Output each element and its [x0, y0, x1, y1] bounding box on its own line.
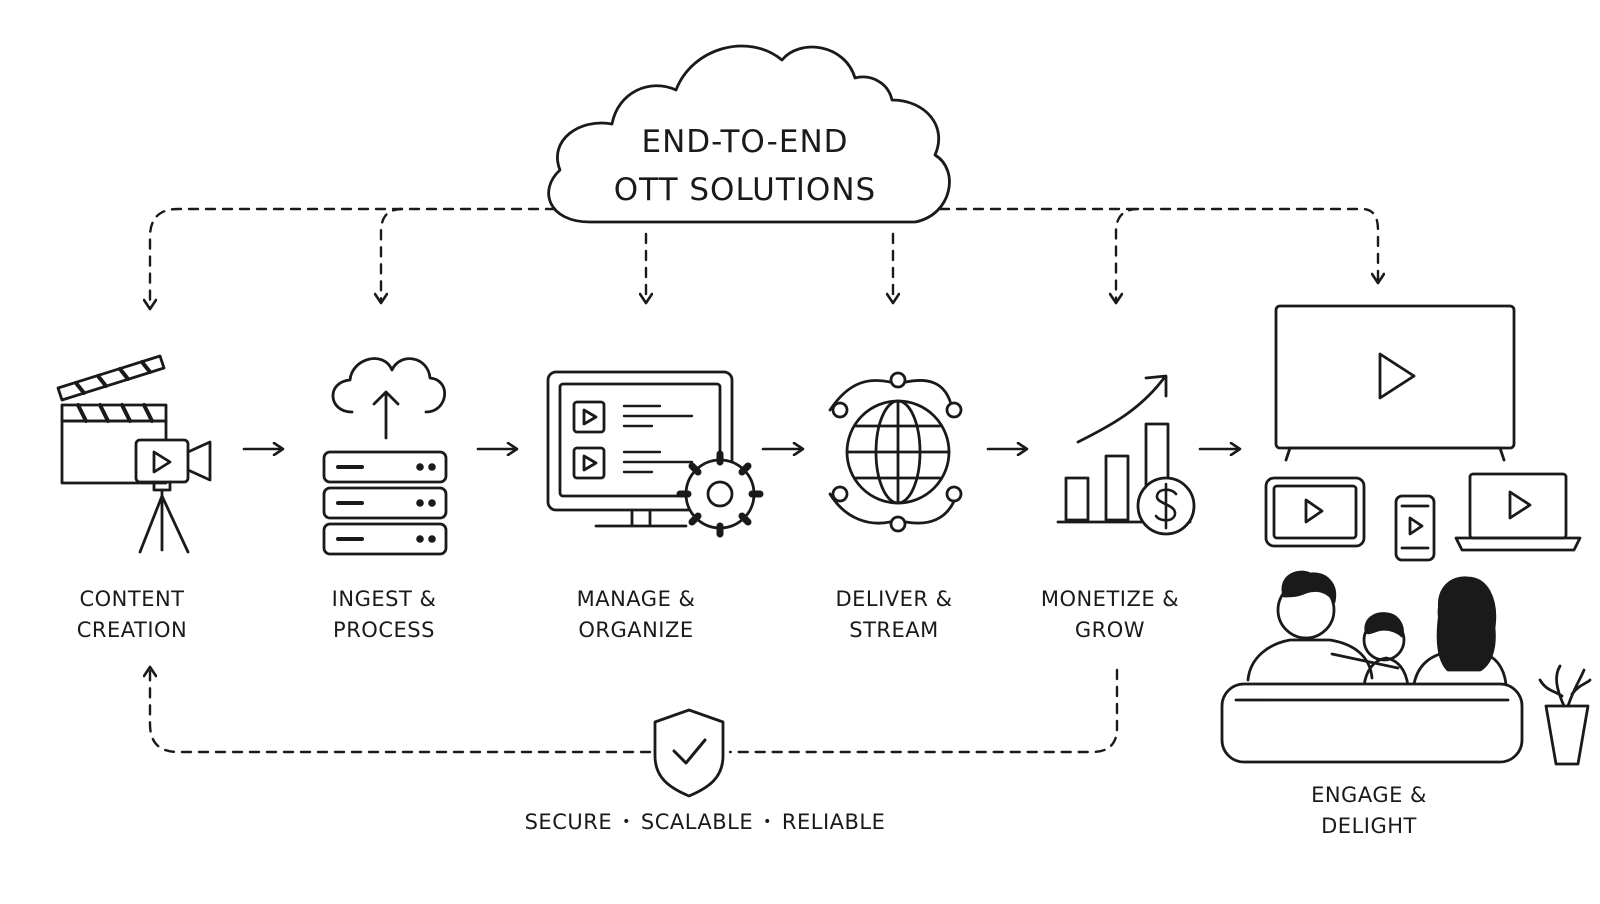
stage-label-ingest-process: INGEST & PROCESS	[331, 587, 437, 642]
cloud-connectors	[150, 207, 1378, 308]
stage-label-content-creation: CONTENT CREATION	[76, 587, 188, 642]
growth-chart-dollar-icon	[1056, 374, 1196, 536]
monitor-gear-icon	[546, 370, 764, 538]
cloud-shape	[547, 44, 951, 224]
stage-label-monetize-grow: MONETIZE & GROW	[1040, 587, 1180, 642]
tagline-item: RELIABLE	[781, 810, 886, 834]
cloud-upload-server-icon	[322, 357, 448, 556]
tagline-item: SECURE	[524, 810, 613, 834]
tagline: SECURE • SCALABLE • RELIABLE	[525, 810, 886, 834]
tagline-separator: •	[622, 814, 631, 830]
stage-label-deliver-stream: DELIVER & STREAM	[835, 587, 953, 642]
globe-network-icon	[828, 371, 963, 533]
stage-label-engage-delight: ENGAGE & DELIGHT	[1311, 783, 1427, 838]
feedback-loop	[150, 668, 1119, 754]
family-sofa-illustration	[1220, 570, 1592, 766]
family-devices-icon	[1264, 304, 1582, 562]
tagline-separator: •	[763, 814, 772, 830]
shield-check-icon	[653, 708, 725, 798]
stage-label-manage-organize: MANAGE & ORGANIZE	[576, 587, 696, 642]
diagram-title: END-TO-END OTT SOLUTIONS	[613, 124, 877, 208]
tagline-item: SCALABLE	[640, 810, 754, 834]
clapperboard-camera-icon	[56, 354, 212, 554]
